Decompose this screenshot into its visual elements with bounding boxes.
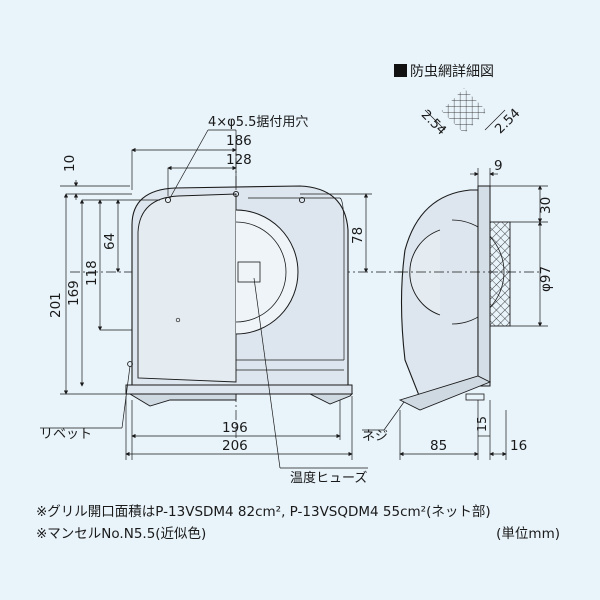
- dim-85: 85: [430, 438, 447, 454]
- note-munsell: ※マンセルNo.N5.5(近似色): [36, 526, 207, 542]
- note-grille-area: ※グリル開口面積はP-13VSDM4 82cm², P-13VSQDM4 55c…: [36, 504, 491, 520]
- fuse-body: [237, 261, 261, 283]
- mount-holes-label: 4×φ5.5据付用穴: [208, 115, 308, 130]
- dim-30: 30: [538, 197, 554, 214]
- dim-118: 118: [84, 260, 100, 286]
- dim-206: 206: [222, 438, 248, 454]
- hood-front-panel: [137, 193, 237, 383]
- dim-169: 169: [66, 280, 82, 306]
- side-view: [398, 185, 540, 411]
- dim-9: 9: [494, 158, 503, 174]
- dim-16: 16: [510, 438, 527, 454]
- side-flange: [477, 185, 491, 387]
- front-view: [70, 140, 420, 440]
- dim-201: 201: [48, 292, 64, 318]
- labels: 4×φ5.5据付用穴 リベット 温度ヒューズ ネジ 186 128 10 201…: [40, 115, 554, 486]
- dim-128: 128: [226, 152, 252, 168]
- fuse-label: 温度ヒューズ: [290, 470, 367, 486]
- dim-phi97: φ97: [538, 266, 554, 292]
- side-base: [398, 375, 492, 411]
- dim-10: 10: [62, 155, 78, 172]
- dim-78: 78: [350, 227, 366, 244]
- mesh-detail: 2.54 2.54: [418, 88, 523, 138]
- dim-15: 15: [474, 416, 489, 432]
- mesh-detail-title-text: 防虫網詳細図: [410, 64, 494, 80]
- unit-label: (単位mm): [496, 526, 560, 542]
- dim-64: 64: [102, 233, 118, 250]
- mount-hole: [164, 196, 172, 204]
- dim-196: 196: [222, 420, 248, 436]
- mesh-detail-title: 防虫網詳細図: [394, 61, 494, 81]
- screw-label: ネジ: [362, 429, 388, 444]
- dim-186: 186: [226, 133, 252, 149]
- mesh-pitch-right: 2.54: [492, 106, 523, 137]
- black-square-icon: [394, 64, 407, 77]
- rivet-label: リベット: [40, 427, 92, 442]
- dimension-lines: [40, 129, 548, 469]
- mount-hole: [298, 196, 306, 204]
- side-mesh: [489, 221, 511, 327]
- mount-hole: [232, 190, 240, 198]
